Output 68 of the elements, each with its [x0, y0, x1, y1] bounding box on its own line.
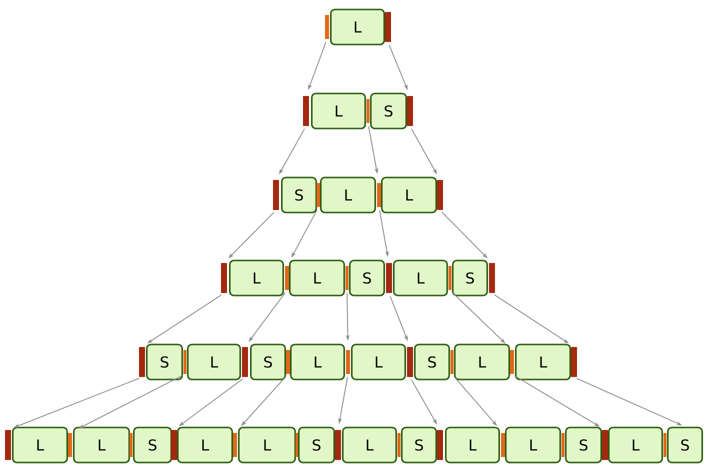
marker-bar: [398, 433, 400, 457]
letter-box: L: [177, 426, 233, 464]
marker-bar: [130, 433, 132, 457]
letter-box: S: [349, 260, 385, 296]
marker-bar: [325, 15, 329, 39]
marker-bar: [407, 96, 413, 126]
marker-bar: [68, 433, 72, 457]
letter-box: S: [133, 426, 172, 464]
letter-box: S: [414, 344, 450, 380]
marker-bar: [184, 350, 186, 374]
marker-bar: [346, 350, 350, 374]
marker-bar: [501, 433, 505, 457]
marker-bar: [366, 99, 370, 123]
marker-bar: [571, 347, 577, 377]
marker-bar: [489, 263, 495, 293]
marker-bar: [386, 263, 392, 293]
marker-bar: [664, 433, 666, 457]
marker-bar: [450, 350, 454, 374]
marker-bar: [5, 430, 11, 460]
marker-bar: [303, 96, 309, 126]
letter-box: S: [401, 426, 437, 464]
marker-bar: [377, 183, 381, 207]
letter-box: L: [342, 426, 397, 464]
letter-box: S: [452, 260, 488, 296]
letter-box: L: [330, 8, 385, 46]
marker-bar: [510, 350, 514, 374]
letter-box: L: [515, 344, 571, 380]
letter-box: S: [146, 344, 183, 380]
letter-box: L: [320, 176, 376, 214]
marker-bar: [335, 430, 341, 460]
letter-box: L: [238, 426, 296, 464]
marker-bar: [296, 433, 298, 457]
letter-box: L: [608, 426, 663, 464]
marker-bar: [385, 12, 391, 42]
marker-bar: [437, 180, 443, 210]
letter-box: L: [505, 426, 561, 464]
letter-box: L: [229, 260, 284, 296]
marker-bar: [437, 430, 443, 460]
letter-box: L: [12, 426, 68, 464]
marker-bar: [221, 263, 227, 293]
letter-box: L: [351, 344, 406, 380]
letter-box: L: [381, 176, 437, 214]
marker-bar: [171, 430, 177, 460]
letter-box: L: [73, 426, 130, 464]
letter-box: L: [290, 344, 345, 380]
letter-box: L: [311, 92, 366, 130]
marker-bar: [233, 433, 237, 457]
letter-box: S: [565, 426, 602, 464]
letter-box: S: [370, 92, 407, 130]
marker-bar: [562, 433, 564, 457]
letter-box: L: [445, 426, 500, 464]
marker-bar: [407, 347, 413, 377]
letter-box: L: [289, 260, 345, 296]
letter-box: S: [250, 344, 286, 380]
marker-bar: [139, 347, 145, 377]
marker-bar: [346, 266, 348, 290]
marker-bar: [286, 350, 290, 374]
letter-box: L: [187, 344, 241, 380]
letter-box: L: [454, 344, 510, 380]
letter-box: L: [393, 260, 448, 296]
letter-box: S: [298, 426, 335, 464]
letter-box: S: [281, 176, 317, 214]
marker-bar: [448, 266, 452, 290]
marker-bar: [285, 266, 289, 290]
letter-box: S: [667, 426, 703, 464]
marker-bar: [242, 347, 248, 377]
marker-bar: [273, 180, 279, 210]
marker-bar: [602, 430, 608, 460]
